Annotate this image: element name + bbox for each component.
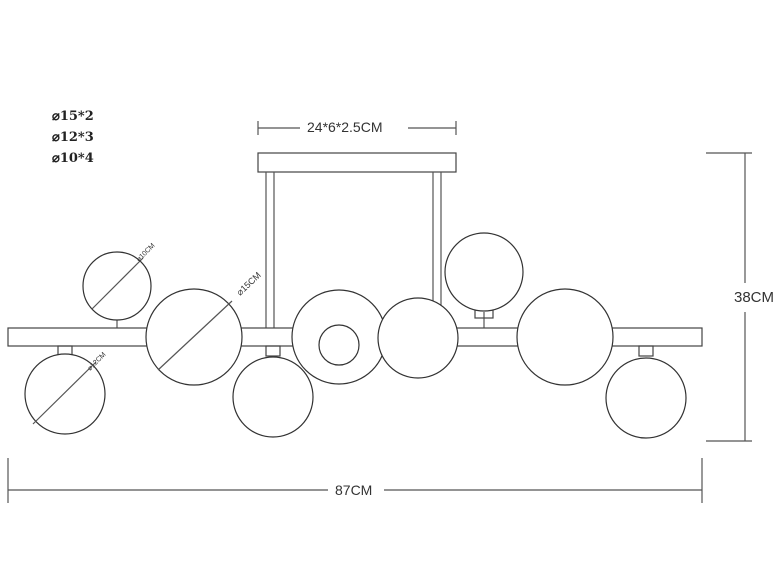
globe-small-upper-right bbox=[444, 232, 524, 312]
center-hub-disc bbox=[318, 324, 360, 366]
globe-lower-left bbox=[24, 353, 106, 435]
width-dimension-label: 87CM bbox=[332, 482, 376, 498]
label-small-upper: ⌀10CM bbox=[135, 242, 156, 263]
legend-item-15: ⌀15*2 bbox=[52, 109, 94, 124]
canopy bbox=[257, 152, 457, 173]
globe-lower-middle bbox=[232, 356, 314, 438]
legend-item-12: ⌀12*3 bbox=[52, 130, 94, 145]
legend-item-10: ⌀10*4 bbox=[52, 151, 94, 166]
label-large: ⌀15CM bbox=[235, 270, 263, 297]
diameter-line-small-upper bbox=[91, 257, 144, 310]
diameter-legend: ⌀15*2 ⌀12*3 ⌀10*4 bbox=[52, 106, 94, 169]
globe-lower-right bbox=[605, 357, 687, 439]
globe-large-right bbox=[516, 288, 614, 386]
globe-center-right bbox=[377, 297, 459, 379]
height-dimension-label: 38CM bbox=[731, 289, 778, 306]
diameter-line-large bbox=[157, 300, 233, 371]
lower-middle-socket bbox=[265, 345, 281, 357]
globe-small-upper-left bbox=[82, 251, 152, 321]
diameter-line-small-lower bbox=[32, 361, 97, 425]
lower-right-socket bbox=[638, 345, 654, 357]
canopy-dimension-label: 24*6*2.5CM bbox=[304, 119, 386, 135]
